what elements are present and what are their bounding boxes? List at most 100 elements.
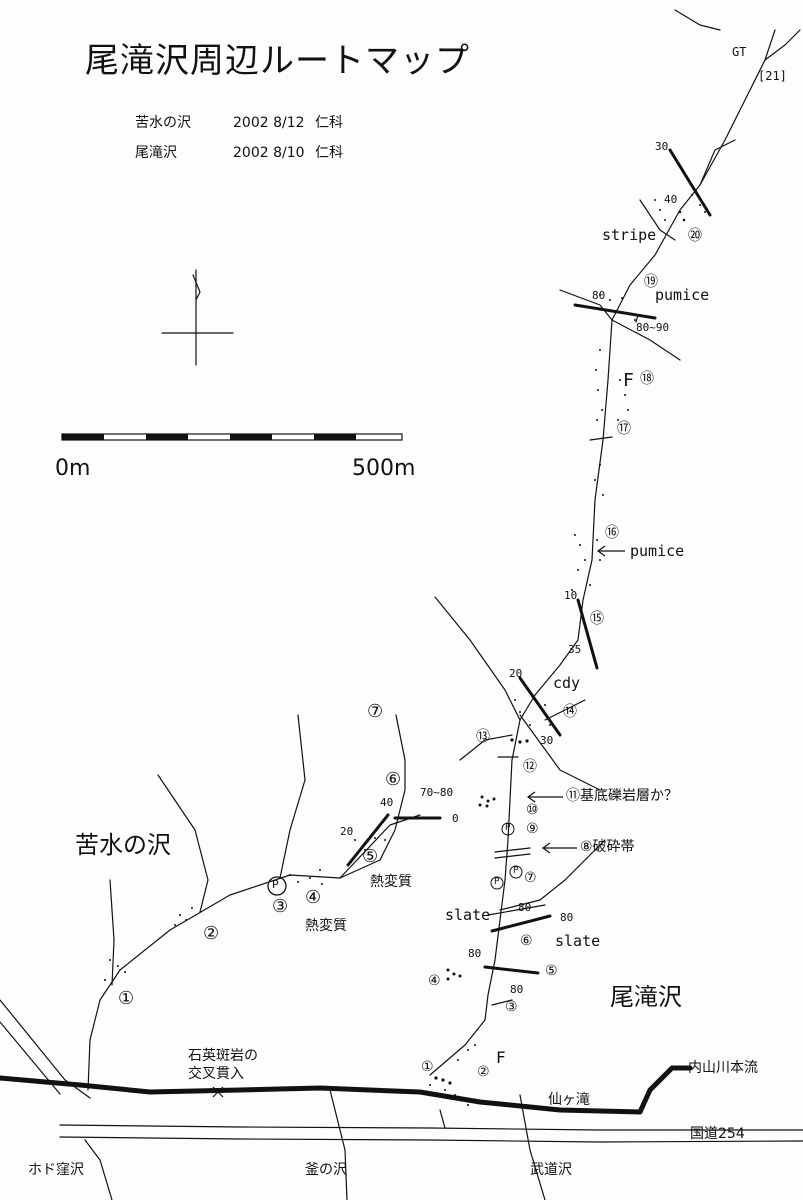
quartz-porphyry-label: 交叉貫入 <box>188 1066 244 1082</box>
stream-name-buddo: 武道沢 <box>530 1162 572 1178</box>
dip-value: 20 <box>509 667 523 680</box>
survey-stream: 苦水の沢 <box>135 115 191 131</box>
station-label: ① <box>421 1059 434 1075</box>
cdy-label: cdy <box>553 674 581 692</box>
stream-otaki-branch <box>544 699 586 721</box>
parking-label: P <box>513 866 519 876</box>
north-arrow <box>192 274 201 301</box>
pumice-label: pumice <box>655 286 710 304</box>
stream-otaki-branch <box>434 596 521 721</box>
station-label: ⑭ <box>563 704 577 720</box>
stream-nigamizu-branch <box>109 879 115 986</box>
parking-label: P <box>505 823 511 833</box>
station-label: ⑤ <box>545 963 558 979</box>
station-label: ⑩ <box>526 802 539 818</box>
scale-end-label: 500m <box>352 456 416 481</box>
arrow <box>596 545 625 557</box>
station-label: ⑯ <box>605 525 619 541</box>
slate-label: slate <box>445 906 491 924</box>
parking-symbol <box>490 876 504 890</box>
station-label: ⑦ <box>524 870 537 886</box>
stream-otaki-branch <box>764 29 801 61</box>
road-label: 国道254 <box>690 1126 745 1142</box>
stream-nigamizu <box>87 714 406 1091</box>
dip-value: 20 <box>340 825 354 838</box>
station-label: ⑨ <box>526 821 539 837</box>
dip-value: 70~80 <box>420 786 454 799</box>
main-river-label: 内山川本流 <box>688 1060 758 1076</box>
fracture-zone-label: ⑧破砕帯 <box>580 839 635 855</box>
stripe-label: stripe <box>602 226 657 244</box>
road-line <box>0 999 91 1099</box>
survey-date: 2002 8/10 <box>233 145 305 161</box>
stream-otaki-branch <box>459 734 513 761</box>
tick-mark <box>635 314 639 323</box>
station-label: [21] <box>758 69 787 83</box>
dip-value: 0 <box>452 812 459 825</box>
fault-label: F <box>623 370 634 391</box>
stream-otaki-branch <box>519 714 601 791</box>
survey-date: 2002 8/12 <box>233 115 305 131</box>
stream-name-otaki: 尾滝沢 <box>610 983 682 1011</box>
parking-label: P <box>272 878 279 891</box>
tick-mark <box>589 436 613 441</box>
dip-value: 80 <box>510 983 524 996</box>
strike-bar <box>668 148 712 217</box>
parking-symbol <box>509 865 523 879</box>
tick-mark <box>487 904 546 916</box>
stream-name-nigamizu: 苦水の沢 <box>75 831 171 859</box>
strike-bar <box>573 303 657 320</box>
slate-label: slate <box>555 932 601 950</box>
tick-mark <box>494 853 531 859</box>
station-label: ⑰ <box>617 421 631 437</box>
arrow <box>541 842 577 854</box>
station-label: ① <box>118 988 135 1009</box>
stream-buddo <box>519 1094 546 1200</box>
quartz-porphyry-label: 石英斑岩の <box>188 1048 258 1064</box>
dip-value: 30 <box>655 140 669 153</box>
gt-label: GT <box>732 45 747 59</box>
strike-bar <box>346 813 390 867</box>
quartz-mark <box>212 1086 224 1098</box>
station-label: ⑥ <box>520 933 533 949</box>
thermal-alteration-label: 熱変質 <box>305 918 347 934</box>
station-label: ③ <box>505 999 518 1015</box>
strike-bar <box>576 598 599 670</box>
survey-stream: 尾滝沢 <box>135 145 177 161</box>
dip-value: 40 <box>380 796 394 809</box>
stream-name-hodokubo: ホド窪沢 <box>28 1162 84 1178</box>
station-label: ⑦ <box>367 701 384 722</box>
waterfall-label: 仙ヶ滝 <box>548 1092 590 1108</box>
stream-nigamizu-branch <box>157 774 209 913</box>
scale-start-label: 0m <box>55 456 91 481</box>
road-line <box>59 1136 803 1143</box>
stream-otaki-branch <box>539 839 606 901</box>
station-label: ⑬ <box>476 729 490 745</box>
station-label: ⑲ <box>644 274 658 290</box>
thermal-alteration-label: 熱変質 <box>370 874 412 890</box>
station-label: ③ <box>272 896 289 917</box>
dip-value: 80 <box>518 901 532 914</box>
stream-minor <box>439 1109 446 1129</box>
stream-otaki-branch <box>611 319 681 361</box>
stream-otaki-branch <box>639 199 676 241</box>
stream-otaki <box>429 29 776 1076</box>
stream-otaki-branch <box>699 139 736 186</box>
station-label: ⑱ <box>640 371 654 387</box>
stream-otaki-branch <box>499 899 541 911</box>
dip-value: 80 <box>592 289 606 302</box>
stream-otaki-branch <box>559 289 613 321</box>
tick-mark <box>494 847 531 853</box>
pumice-label: pumice <box>630 542 685 560</box>
scale-bar <box>61 433 403 441</box>
dip-value: 80 <box>560 911 574 924</box>
station-label: ⑫ <box>523 759 537 775</box>
strike-bar <box>490 914 552 933</box>
dip-value: 80 <box>468 947 482 960</box>
survey-author: 仁科 <box>315 145 343 161</box>
dip-value: 30 <box>540 734 554 747</box>
road-line <box>59 1124 803 1131</box>
map-title: 尾滝沢周辺ルートマップ <box>85 41 470 81</box>
station-label: ⑥ <box>385 769 402 790</box>
